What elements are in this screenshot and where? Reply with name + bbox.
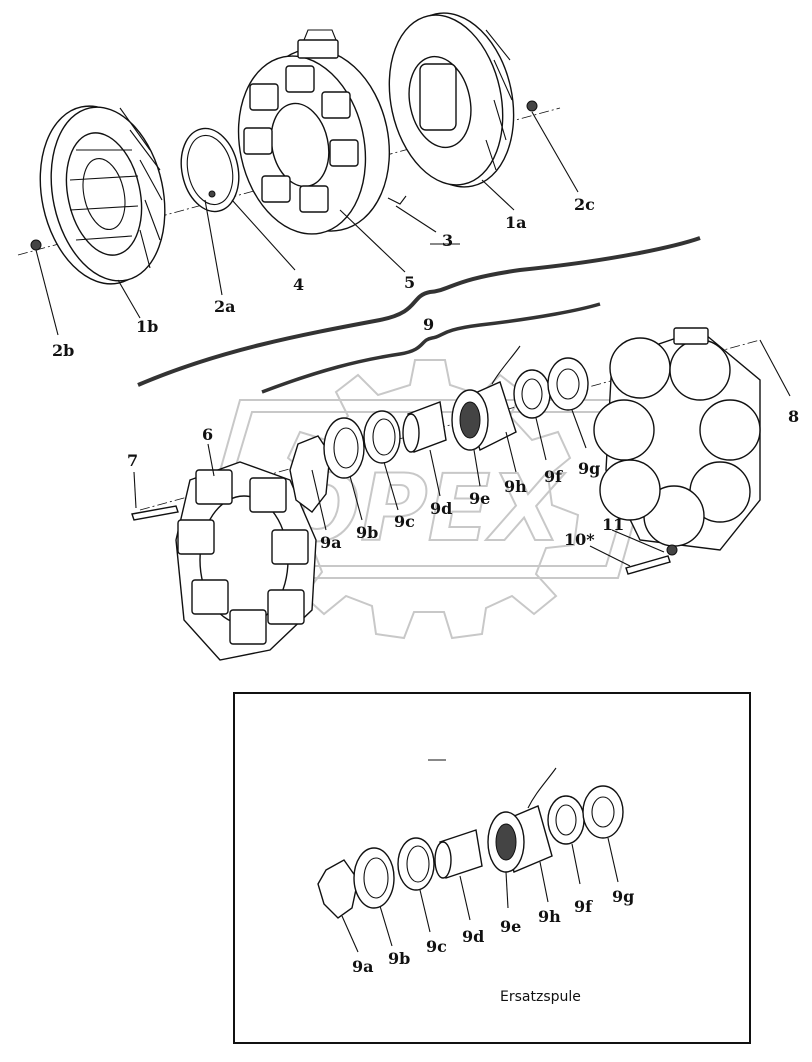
inset-label-9a: 9a <box>352 957 374 976</box>
label-3: 3 <box>442 231 453 250</box>
label-9g: 9g <box>578 459 600 478</box>
label-10: 10* <box>564 530 595 549</box>
sleeve-9d <box>402 401 447 453</box>
magnet-body-5 <box>237 29 391 235</box>
ring-9c <box>363 410 401 464</box>
seal-9a <box>289 435 331 513</box>
housing-8 <box>593 327 761 551</box>
ring-9b <box>323 417 365 479</box>
inset-label-9f: 9f <box>574 897 593 916</box>
inset-labels: 9a 9b 9c 9d 9e 9h 9f 9g Ersatzspule <box>352 887 634 1005</box>
label-6: 6 <box>202 425 213 444</box>
inset-ring-9f <box>547 795 585 845</box>
top-labels: 1a 1b 2a 2b 2c 3 4 5 <box>52 195 595 360</box>
pad-plate-6 <box>175 461 317 661</box>
label-5: 5 <box>404 273 415 292</box>
label-9d: 9d <box>430 499 452 518</box>
ring-9f <box>513 369 551 419</box>
label-1b: 1b <box>136 317 158 336</box>
gasket-ring-2a <box>180 127 240 213</box>
label-9c: 9c <box>394 512 415 531</box>
brace-5 <box>137 236 701 387</box>
label-9a: 9a <box>320 533 342 552</box>
brake-disc-1a <box>388 12 515 188</box>
label-9: 9 <box>423 315 434 334</box>
nut-11 <box>666 544 678 556</box>
label-2a: 2a <box>214 297 236 316</box>
label-7: 7 <box>127 451 138 470</box>
inset-ring-9c <box>397 837 435 891</box>
inset-seal-9a <box>317 859 359 919</box>
inset-coil-9e-9h <box>487 767 557 873</box>
label-9f: 9f <box>544 467 563 486</box>
top-assembly <box>17 12 579 336</box>
inset-ring-9b <box>353 847 395 909</box>
inset-label-9h: 9h <box>538 907 561 926</box>
label-2c: 2c <box>574 195 595 214</box>
label-11: 11 <box>602 515 624 534</box>
brake-disc-1b <box>39 105 166 285</box>
clip-3 <box>387 195 407 205</box>
inset-sleeve-9d <box>434 829 483 879</box>
nut-2c <box>526 100 538 112</box>
inset-label-9g: 9g <box>612 887 634 906</box>
screw-7 <box>131 505 179 521</box>
label-9e: 9e <box>469 489 490 508</box>
ring-9g <box>547 357 589 411</box>
label-9b: 9b <box>356 523 378 542</box>
inset-label-9e: 9e <box>500 917 521 936</box>
inset-frame <box>233 692 751 1044</box>
label-9h: 9h <box>504 477 527 496</box>
nut-2b <box>30 239 42 251</box>
label-2b: 2b <box>52 341 74 360</box>
label-8: 8 <box>788 407 799 426</box>
main-assembly <box>131 327 791 661</box>
label-4: 4 <box>293 275 304 294</box>
inset-caption: Ersatzspule <box>500 989 581 1005</box>
inset-ring-9g <box>582 785 624 839</box>
label-1a: 1a <box>505 213 527 232</box>
inset-label-9c: 9c <box>426 937 447 956</box>
coil-9e-9h <box>451 345 521 451</box>
brace-9 <box>261 302 601 394</box>
main-labels: 9 6 7 9a 9b 9c 9d 9e 9h 9f 9g 10* 11 8 <box>127 315 799 552</box>
inset-label-9d: 9d <box>462 927 484 946</box>
bolt-10 <box>625 555 671 575</box>
inset-label-9b: 9b <box>388 949 410 968</box>
inset-assembly <box>317 759 624 953</box>
